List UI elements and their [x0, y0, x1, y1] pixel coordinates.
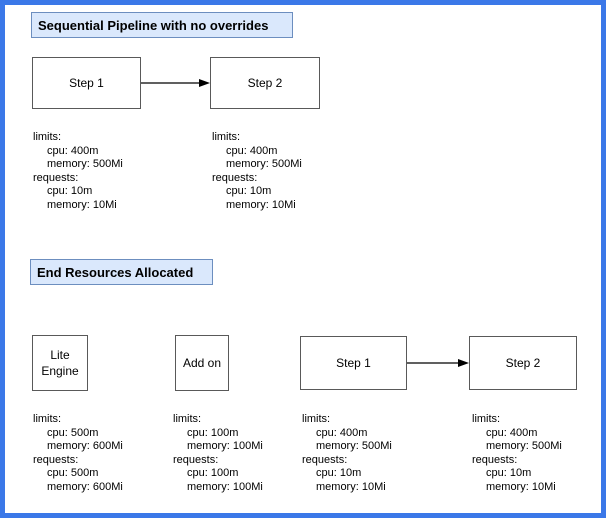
- resource-line: limits:: [472, 413, 501, 425]
- resources-end-step2: limits: cpu: 400m memory: 500Mi requests…: [472, 413, 601, 495]
- resource-line: cpu: 10m: [226, 185, 272, 198]
- resource-line: limits:: [173, 413, 202, 425]
- resource-line: memory: 600Mi: [47, 440, 123, 453]
- node-lite-engine: Lite Engine: [32, 335, 88, 391]
- resource-line: cpu: 100m: [187, 467, 239, 480]
- node-lite-engine-label: Lite Engine: [41, 348, 79, 378]
- resource-line: cpu: 400m: [486, 426, 538, 439]
- resource-line: memory: 500Mi: [316, 440, 392, 453]
- resource-line: cpu: 10m: [316, 467, 362, 480]
- resource-line: requests:: [33, 453, 79, 466]
- resource-line: cpu: 500m: [47, 467, 99, 480]
- resource-line: cpu: 400m: [316, 426, 368, 439]
- node-pipeline-step2: Step 2: [210, 57, 320, 109]
- arrow-pipeline-step1-to-step2: [141, 79, 210, 87]
- resources-pipeline-step2: limits: cpu: 400m memory: 500Mi requests…: [212, 131, 352, 213]
- node-add-on-label: Add on: [182, 356, 222, 370]
- resource-line: memory: 600Mi: [47, 480, 123, 493]
- resource-line: memory: 10Mi: [47, 198, 117, 211]
- resource-line: requests:: [302, 453, 348, 466]
- resource-line: requests:: [472, 453, 518, 466]
- resource-line: limits:: [33, 413, 62, 425]
- resource-line: memory: 10Mi: [226, 198, 296, 211]
- section-title-pipeline: Sequential Pipeline with no overrides: [31, 12, 293, 38]
- node-pipeline-step1: Step 1: [32, 57, 141, 109]
- resource-line: requests:: [33, 171, 79, 184]
- resources-end-step1: limits: cpu: 400m memory: 500Mi requests…: [302, 413, 442, 495]
- resource-line: requests:: [173, 453, 219, 466]
- resource-line: memory: 500Mi: [47, 158, 123, 171]
- resources-add-on: limits: cpu: 100m memory: 100Mi requests…: [173, 413, 313, 495]
- resource-line: memory: 500Mi: [226, 158, 302, 171]
- node-end-step1: Step 1: [300, 336, 407, 390]
- resource-line: memory: 10Mi: [486, 480, 556, 493]
- arrow-end-step1-to-step2: [407, 359, 469, 367]
- resource-line: limits:: [212, 131, 241, 143]
- resources-lite-engine: limits: cpu: 500m memory: 600Mi requests…: [33, 413, 173, 495]
- node-pipeline-step1-label: Step 1: [69, 76, 104, 90]
- node-pipeline-step2-label: Step 2: [247, 76, 283, 90]
- node-add-on: Add on: [175, 335, 229, 391]
- resource-line: memory: 500Mi: [486, 440, 562, 453]
- resource-line: cpu: 500m: [47, 426, 99, 439]
- section-title-end-resources: End Resources Allocated: [30, 259, 213, 285]
- resource-line: cpu: 10m: [47, 185, 93, 198]
- resources-pipeline-step1: limits: cpu: 400m memory: 500Mi requests…: [33, 131, 173, 213]
- resource-line: cpu: 10m: [486, 467, 532, 480]
- resource-line: memory: 100Mi: [187, 480, 263, 493]
- node-end-step2-label: Step 2: [505, 356, 541, 370]
- resource-line: memory: 10Mi: [316, 480, 386, 493]
- resource-line: cpu: 400m: [47, 144, 99, 157]
- resource-line: memory: 100Mi: [187, 440, 263, 453]
- resource-line: cpu: 400m: [226, 144, 278, 157]
- resource-line: cpu: 100m: [187, 426, 239, 439]
- node-end-step2: Step 2: [469, 336, 577, 390]
- resource-line: limits:: [33, 131, 62, 143]
- resource-line: limits:: [302, 413, 331, 425]
- resource-line: requests:: [212, 171, 258, 184]
- node-end-step1-label: Step 1: [336, 356, 371, 370]
